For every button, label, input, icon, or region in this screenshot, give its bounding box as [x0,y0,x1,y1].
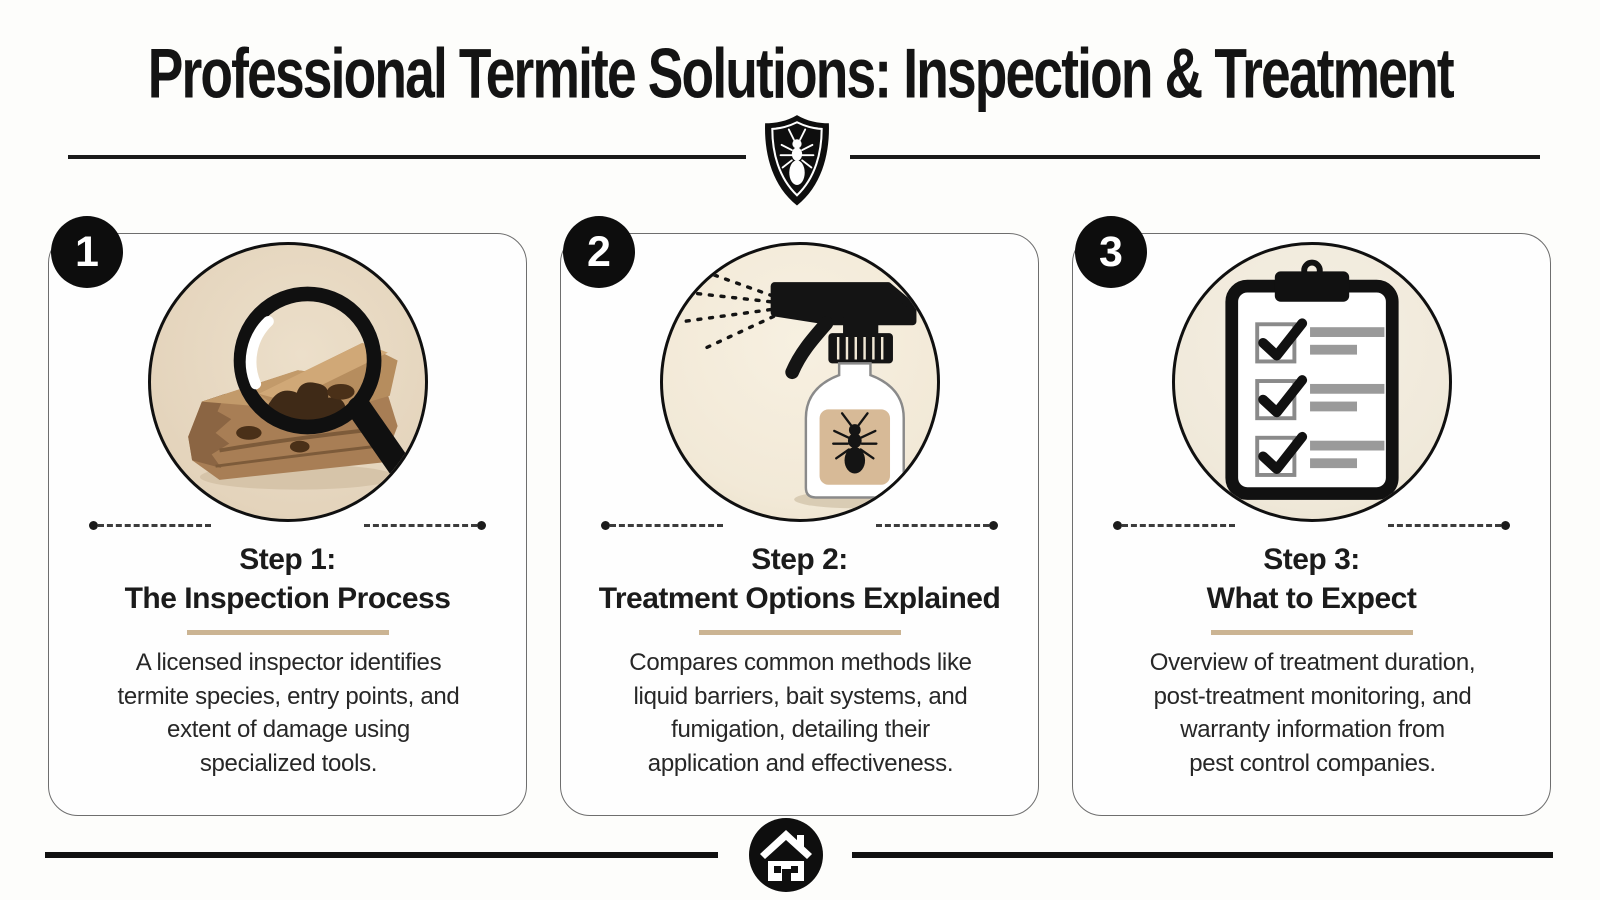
page-title-row: Professional Termite Solutions: Inspecti… [0,34,1600,113]
separator-dot-left [1113,520,1122,530]
separator-dash-right [364,523,477,527]
footer-divider-left [45,852,718,858]
separator-dash-right [1388,523,1501,527]
separator-dash-left [98,523,211,527]
footer-divider-right [852,852,1553,858]
page-title: Professional Termite Solutions: Inspecti… [147,34,1454,114]
step-number: 2 [587,227,611,276]
dotted-separator [1113,520,1510,530]
heading-underline [186,630,389,635]
step-number: 3 [1099,227,1123,276]
separator-dot-left [89,520,98,530]
separator-dot-right [477,520,486,530]
house-icon [749,818,823,892]
spray-bottle-illustration [660,242,940,522]
step-description: A licensed inspector identifies termite … [117,649,460,777]
step-number-badge: 2 [563,216,635,288]
step-description: Compares common methods like liquid barr… [629,649,972,777]
step-heading: Step 2: Treatment Options Explained [598,543,1001,615]
separator-dot-left [601,520,610,530]
header-divider-right [850,155,1540,159]
step-card-1: 1 [48,216,527,816]
separator-dash-left [610,523,723,527]
separator-dash-right [876,523,989,527]
shield-termite-icon [761,113,833,208]
step-number: 1 [75,227,99,276]
heading-underline [1210,630,1413,635]
heading-underline [698,630,901,635]
step-card-2: 2 [560,216,1039,816]
separator-dot-right [1501,520,1510,530]
checklist-clipboard-illustration [1172,242,1452,522]
dotted-separator [89,520,486,530]
step-description: Overview of treatment duration, post-tre… [1149,649,1476,777]
magnifying-glass-wood-illustration [148,242,428,522]
step-card-3: 3 [1072,216,1551,816]
step-heading: Step 3: What to Expect [1206,543,1417,615]
step-number-badge: 1 [51,216,123,288]
separator-dot-right [989,520,998,530]
step-number-badge: 3 [1075,216,1147,288]
step-heading: Step 1: The Inspection Process [124,543,451,615]
header-divider-left [68,155,746,159]
separator-dash-left [1122,523,1235,527]
dotted-separator [601,520,998,530]
